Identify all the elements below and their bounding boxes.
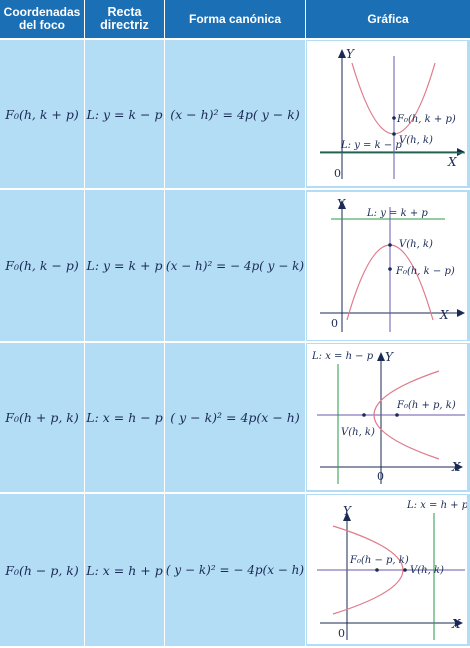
row4-canonical: ( y − k)² = − 4p(x − h) [165, 563, 305, 577]
focus-point [375, 568, 379, 572]
y-axis-arrow [338, 200, 346, 209]
focus-label: F₀(h, k + p) [396, 114, 456, 125]
directrix-label: L: x = h − p [311, 351, 374, 362]
row2-directrix: L: y = k + p [86, 258, 163, 273]
x-axis-arrow [457, 309, 465, 317]
directrix-label: L: y = k − p [340, 140, 402, 151]
vertex-point [403, 568, 407, 572]
row3-directrix: L: x = h − p [86, 410, 163, 425]
row4-directrix: L: x = h + p [86, 562, 163, 578]
row-divider [0, 188, 470, 190]
header-focus-line2: del foco [18, 18, 65, 32]
directrix-label: L: x = h + p [406, 500, 467, 511]
origin-label: 0 [338, 627, 345, 640]
header-directrix-line1: Recta [107, 5, 142, 19]
vertex-label: V(h, k) [399, 239, 433, 250]
y-axis-label: Y [346, 47, 355, 61]
x-axis-label: X [451, 460, 461, 474]
y-axis-label: Y [337, 197, 346, 211]
y-axis-arrow [338, 49, 346, 58]
x-axis-label: X [439, 308, 449, 322]
x-axis-label: X [451, 617, 461, 631]
origin-label: 0 [331, 317, 338, 330]
origin-label: 0 [334, 167, 341, 180]
focus-point [388, 267, 392, 271]
vertex-point [362, 413, 366, 417]
focus-point [395, 413, 399, 417]
column-divider [164, 0, 165, 646]
x-axis-label: X [447, 155, 457, 169]
row2-graph: Y X 0 L: y = k + p V(h, k) F₀(h, k − p) [307, 192, 467, 340]
header-focus-line1: Coordenadas [3, 5, 81, 19]
directrix-label: L: y = k + p [366, 208, 428, 219]
parabola-curve [373, 370, 440, 460]
origin-label: 0 [377, 470, 384, 483]
row-divider [0, 38, 470, 40]
focus-label: F₀(h − p, k) [349, 555, 409, 566]
focus-label: F₀(h + p, k) [396, 400, 456, 411]
row1-graph: Y X 0 F₀(h, k + p) V(h, k) L: y = k − p [307, 41, 467, 186]
y-axis-label: Y [385, 350, 394, 364]
parabola-curve [332, 525, 404, 615]
row1-directrix: L: y = k − p [86, 106, 163, 122]
row-divider [0, 492, 470, 494]
row3-canonical: ( y − k)² = 4p(x − h) [170, 410, 300, 425]
x-axis-arrow [455, 463, 463, 471]
focus-label: F₀(h, k − p) [395, 266, 455, 277]
focus-point [392, 116, 396, 120]
x-axis-arrow [457, 148, 465, 156]
row4-graph: Y X 0 L: x = h + p F₀(h − p, k) V(h, k) [307, 495, 469, 644]
vertex-point [392, 132, 396, 136]
row2-canonical: (x − h)² = − 4p( y − k) [165, 258, 305, 273]
column-divider [84, 0, 85, 646]
vertex-label: V(h, k) [410, 565, 444, 576]
header-canonical: Forma canónica [165, 0, 305, 38]
y-axis-arrow [343, 512, 351, 521]
row3-graph: Y X 0 L: x = h − p F₀(h + p, k) V(h, k) [307, 344, 467, 490]
row3-focus: F₀(h + p, k) [5, 410, 79, 425]
vertex-label: V(h, k) [399, 135, 433, 146]
row-divider [0, 341, 470, 343]
vertex-point [388, 243, 392, 247]
row4-focus: F₀(h − p, k) [5, 562, 79, 578]
row2-focus: F₀(h, k − p) [5, 258, 79, 273]
row1-canonical: (x − h)² = 4p( y − k) [170, 106, 300, 122]
header-directrix-line2: directriz [100, 18, 149, 32]
header-graph: Gráfica [306, 0, 470, 38]
vertex-label: V(h, k) [341, 427, 375, 438]
row1-focus: F₀(h, k + p) [5, 106, 79, 122]
y-axis-label: Y [343, 504, 352, 518]
x-axis-arrow [455, 619, 463, 627]
column-divider [305, 0, 306, 646]
y-axis-arrow [377, 352, 385, 361]
